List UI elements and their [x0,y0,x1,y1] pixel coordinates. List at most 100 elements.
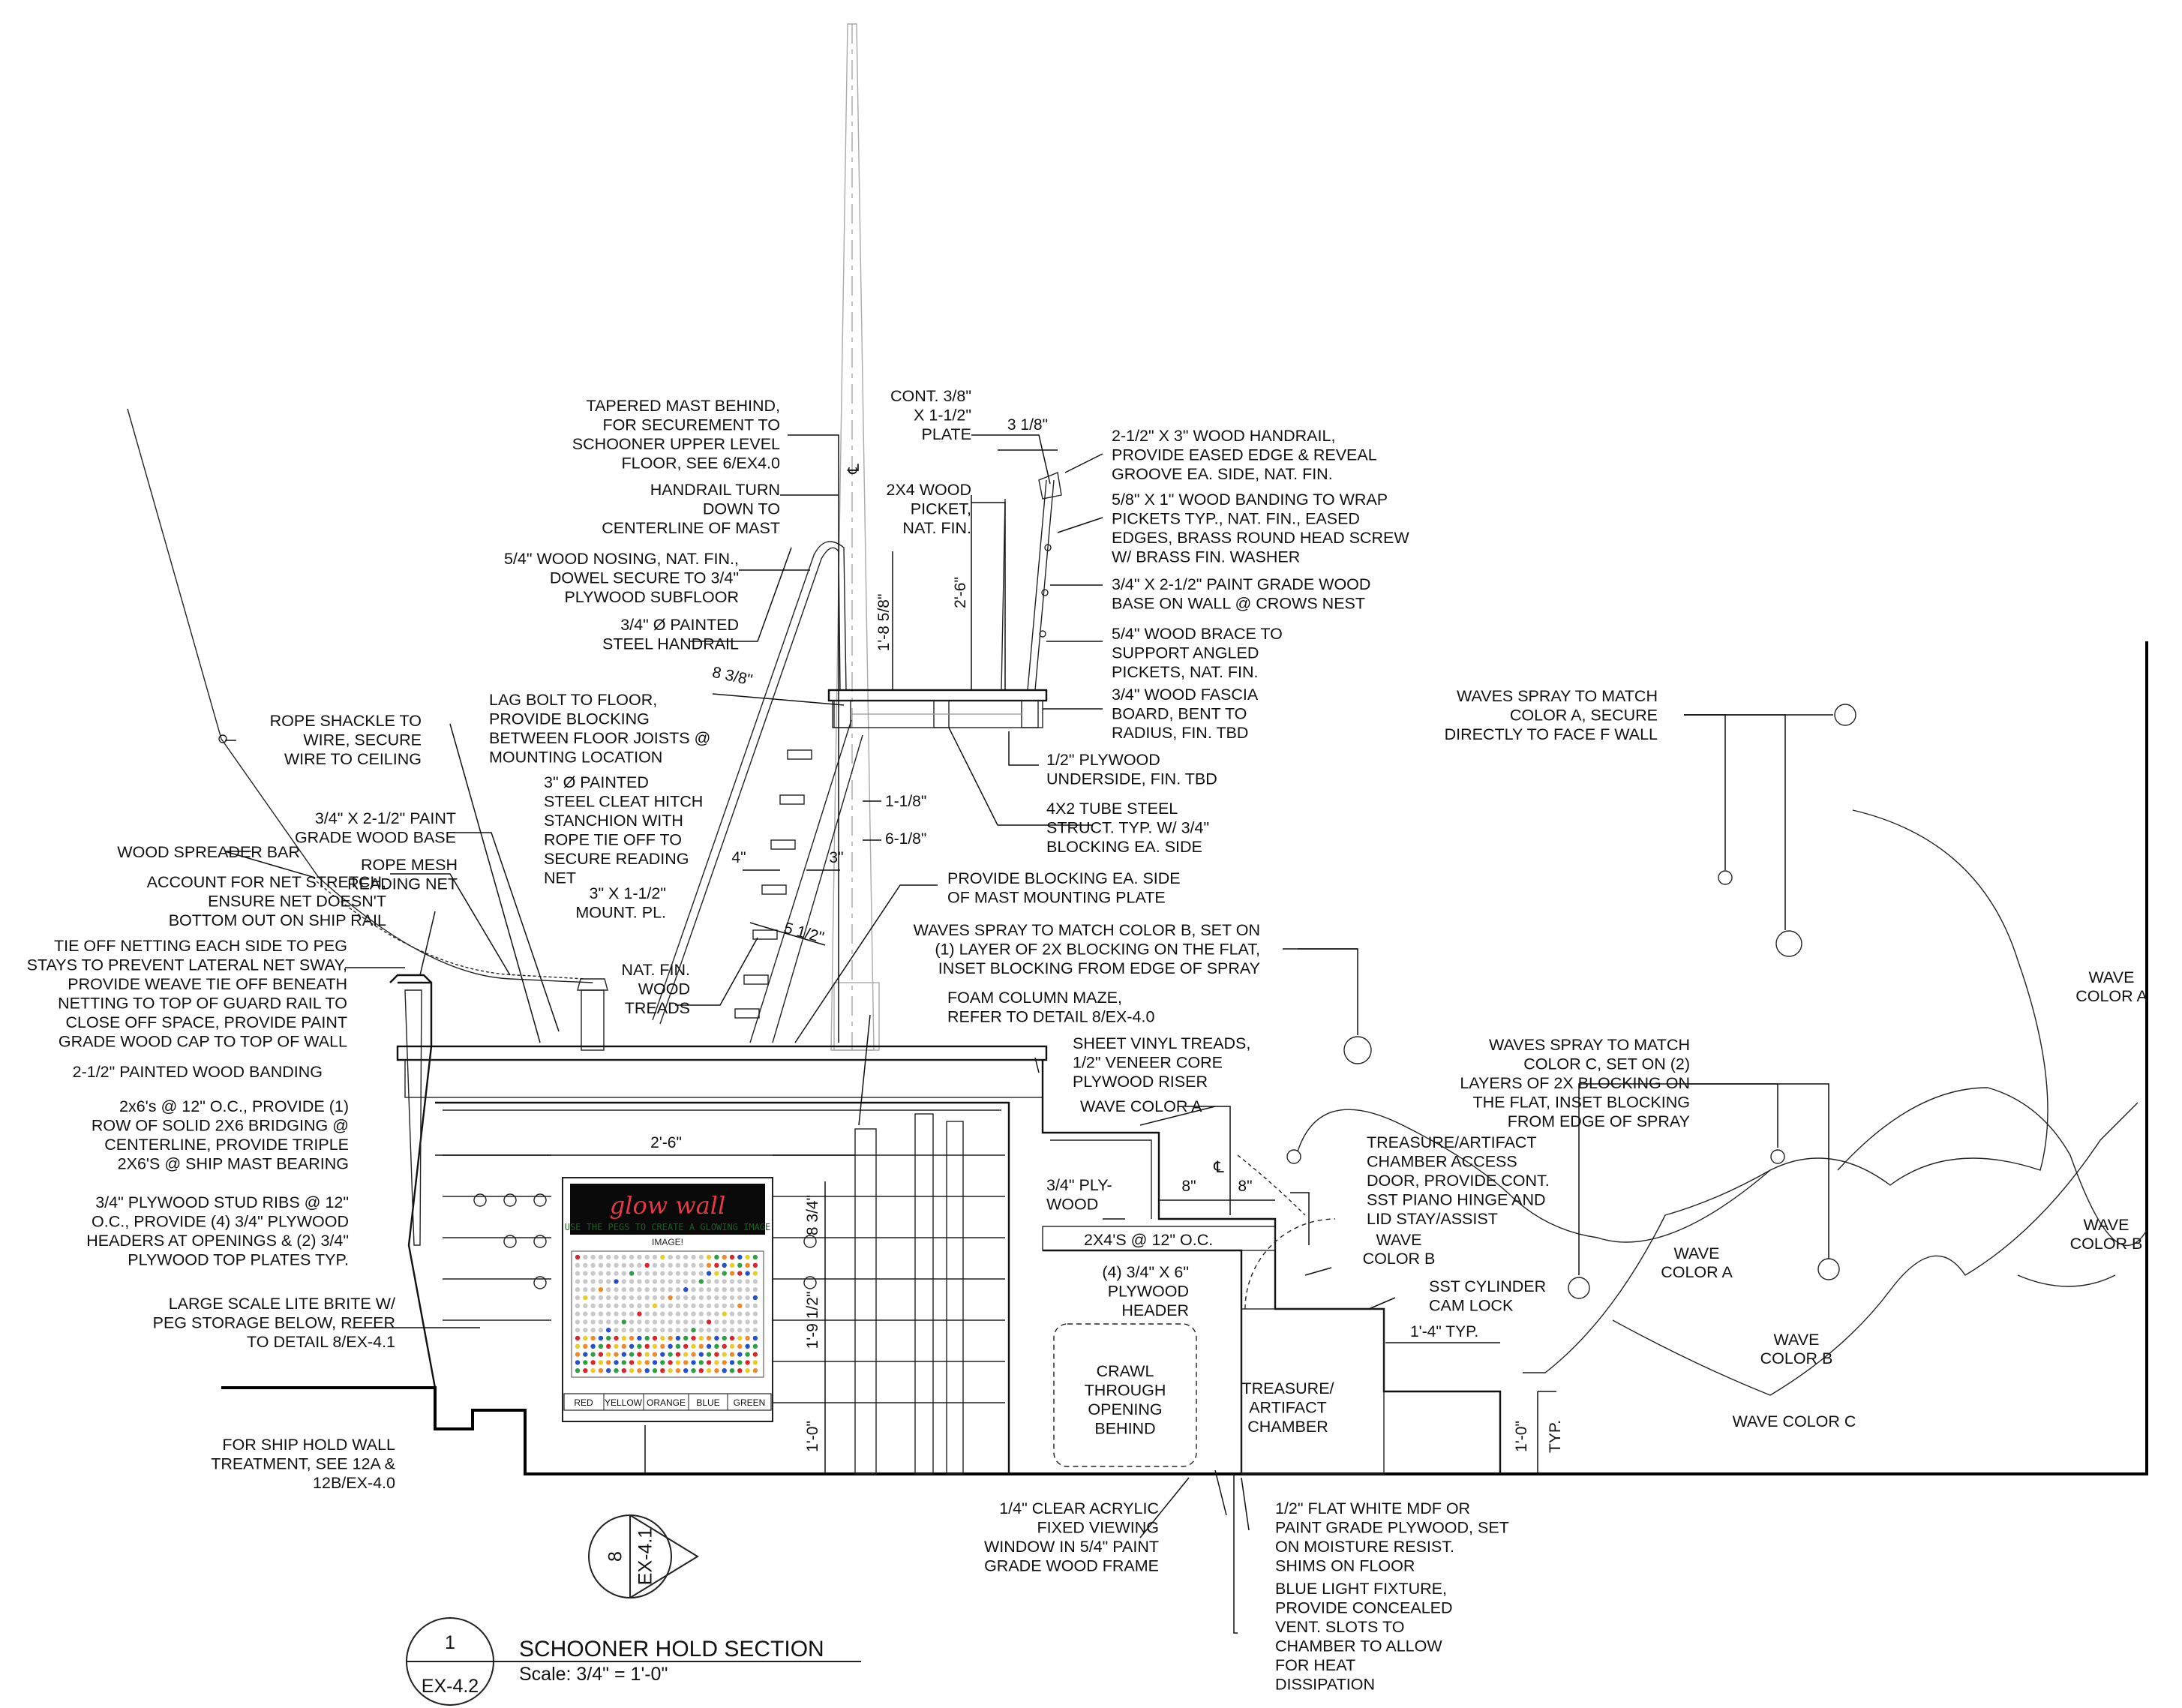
wave-label-b-right: WAVE [2084,1216,2129,1234]
note-line: 2-1/2" X 3" WOOD HANDRAIL, [1112,427,1335,445]
peg [683,1303,689,1309]
peg [752,1335,758,1341]
peg [637,1335,642,1341]
peg [745,1343,750,1349]
note-line: HEADER [1121,1301,1189,1319]
peg [621,1328,626,1333]
peg [729,1328,735,1333]
note-line: PROVIDE WEAVE TIE OFF BENEATH [68,975,347,993]
note-nosing: 5/4" WOOD NOSING, NAT. FIN.,DOWEL SECURE… [504,550,739,606]
peg [598,1271,604,1276]
note-line: WIRE TO CEILING [284,750,422,768]
peg [621,1311,626,1316]
note-line: HEADERS AT OPENINGS & (2) 3/4" [86,1232,349,1250]
peg [614,1328,619,1333]
peg [583,1328,588,1333]
peg [706,1368,712,1373]
peg [621,1254,626,1260]
peg [583,1352,588,1357]
peg [629,1262,635,1268]
note-line: STANCHION WITH [544,812,683,830]
note-line: THROUGH [1085,1382,1166,1400]
note-plate: CONT. 3/8"X 1-1/2"PLATE [890,387,971,443]
peg [652,1335,658,1341]
note-line: TO DETAIL 8/EX-4.1 [247,1333,395,1351]
peg [652,1360,658,1365]
peg [737,1319,743,1325]
peg [706,1352,712,1357]
peg [698,1311,704,1316]
note-line: 3/4" WOOD FASCIA [1112,686,1259,704]
peg [668,1279,673,1284]
bin-blue: BLUE [696,1397,719,1408]
peg [606,1287,611,1292]
note-line: 2X4 WOOD [887,481,972,499]
peg [644,1262,650,1268]
peg [691,1352,696,1357]
peg [714,1328,719,1333]
note-line: CRAWL [1097,1362,1154,1380]
peg [706,1328,712,1333]
peg [729,1319,735,1325]
peg [691,1328,696,1333]
dim-8-a: 8" [1181,1178,1196,1195]
note-line: CAM LOCK [1429,1297,1514,1315]
note-line: GROOVE EA. SIDE, NAT. FIN. [1112,465,1333,483]
dim-5-1-2: 5 1/2" [782,920,826,947]
wave-label-b-small: COLOR B [1363,1250,1436,1268]
peg [583,1262,588,1268]
peg [598,1335,604,1341]
peg [675,1328,681,1333]
peg [590,1254,596,1260]
peg [737,1303,743,1309]
peg [590,1335,596,1341]
peg [722,1368,727,1373]
peg [752,1279,758,1284]
peg [698,1328,704,1333]
peg [637,1311,642,1316]
peg [598,1343,604,1349]
note-mast: TAPERED MAST BEHIND,FOR SECUREMENT TOSCH… [572,397,780,473]
peg [614,1335,619,1341]
peg [629,1328,635,1333]
peg [575,1254,581,1260]
peg [668,1352,673,1357]
note-line: STEEL HANDRAIL [602,635,739,653]
peg [683,1328,689,1333]
peg [668,1287,673,1292]
peg [652,1295,658,1301]
peg [729,1254,735,1260]
peg [660,1254,665,1260]
peg [691,1271,696,1276]
note-line: 1/2" FLAT WHITE MDF OR [1275,1499,1470,1517]
peg [652,1343,658,1349]
peg [737,1295,743,1301]
note-line: PLATE [921,425,971,443]
peg [737,1368,743,1373]
note-line: GRADE WOOD CAP TO TOP OF WALL [59,1033,347,1051]
note-line: WAVES SPRAY TO MATCH COLOR B, SET ON [914,921,1260,939]
peg [621,1271,626,1276]
peg [714,1303,719,1309]
peg [737,1262,743,1268]
note-line: VENT. SLOTS TO [1275,1618,1404,1636]
dim-6-1-8: 6-1/8" [885,830,926,848]
peg [598,1254,604,1260]
peg [652,1311,658,1316]
peg [652,1279,658,1284]
peg [714,1262,719,1268]
peg [683,1335,689,1341]
note-lite-brite: LARGE SCALE LITE BRITE W/PEG STORAGE BEL… [153,1295,395,1351]
peg [691,1335,696,1341]
peg [745,1295,750,1301]
peg [675,1303,681,1309]
peg [722,1303,727,1309]
note-line: RADIUS, FIN. TBD [1112,724,1248,742]
note-line: 3" Ø PAINTED [544,773,649,791]
note-line: X 1-1/2" [914,407,971,425]
peg [729,1343,735,1349]
note-line: 5/4" WOOD BRACE TO [1112,625,1283,643]
peg [644,1271,650,1276]
